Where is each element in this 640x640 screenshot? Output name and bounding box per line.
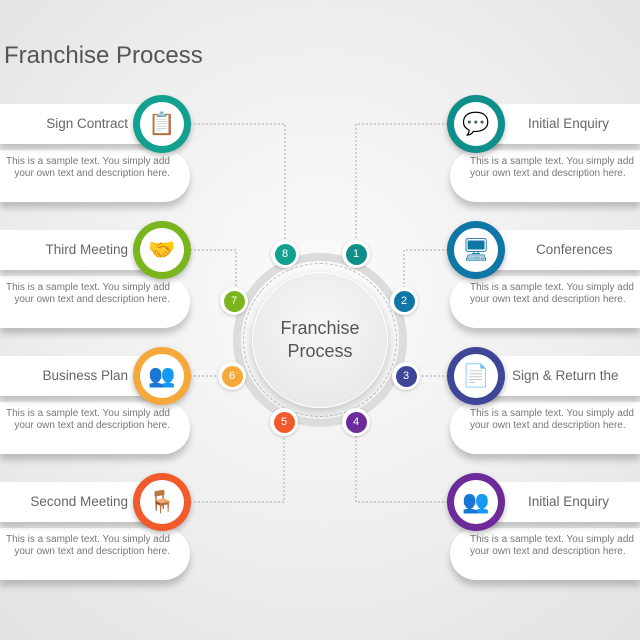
- icon-inner: 📋: [140, 102, 184, 146]
- dashed-ring: [243, 263, 397, 417]
- description-text: This is a sample text. You simply add: [6, 408, 170, 419]
- meeting-table-icon: 👥: [133, 347, 191, 405]
- icon-inner: 🖥: [454, 228, 498, 272]
- connector-line: [403, 249, 448, 289]
- clipboard-icon: 📋: [133, 95, 191, 153]
- step-title: Second Meeting: [30, 494, 128, 509]
- step-number-badge: 8: [271, 240, 299, 268]
- step-number: 1: [345, 243, 367, 265]
- page-title: Franchise Process: [4, 42, 203, 69]
- step-number: 3: [395, 365, 417, 387]
- group-icon: 👥: [447, 473, 505, 531]
- step-title: Sign Contract: [46, 116, 128, 131]
- chat-bubbles-icon: 💬: [447, 95, 505, 153]
- description-text: your own text and description here.: [14, 546, 170, 557]
- step-number-badge: 1: [342, 240, 370, 268]
- description-text: your own text and description here.: [470, 546, 626, 557]
- step-number: 7: [223, 290, 245, 312]
- interview-icon: 🪑: [133, 473, 191, 531]
- description-text: your own text and description here.: [14, 294, 170, 305]
- step-number: 2: [393, 290, 415, 312]
- step-number-badge: 7: [220, 287, 248, 315]
- outer-ring: [233, 253, 407, 427]
- step-number-badge: 4: [342, 408, 370, 436]
- description-text: This is a sample text. You simply add: [6, 282, 170, 293]
- icon-inner: 🤝: [140, 228, 184, 272]
- video-conference-icon: 🖥: [447, 221, 505, 279]
- step-title: Sign & Return the: [512, 368, 619, 383]
- icon-inner: 👥: [140, 354, 184, 398]
- description-text: your own text and description here.: [14, 420, 170, 431]
- step-title: Initial Enquiry: [528, 494, 610, 509]
- connector-line: [355, 434, 448, 503]
- step-number-badge: 2: [390, 287, 418, 315]
- center-title-line2: Process: [287, 341, 353, 361]
- step-title: Conferences: [536, 242, 613, 257]
- description-text: This is a sample text. You simply add: [6, 534, 170, 545]
- handshake-icon: 🤝: [133, 221, 191, 279]
- center-circle: Franchise Process: [252, 272, 388, 408]
- description-text: your own text and description here.: [470, 294, 626, 305]
- step-number: 6: [221, 365, 243, 387]
- center-title-line1: Franchise: [280, 318, 360, 338]
- document-icon: 📄: [447, 347, 505, 405]
- icon-inner: 💬: [454, 102, 498, 146]
- step-number-badge: 6: [218, 362, 246, 390]
- connector-line: [190, 249, 237, 289]
- description-text: This is a sample text. You simply add: [470, 156, 634, 167]
- description-text: This is a sample text. You simply add: [6, 156, 170, 167]
- step-number: 5: [273, 411, 295, 433]
- connector-line: [190, 434, 285, 503]
- description-text: This is a sample text. You simply add: [470, 408, 634, 419]
- step-number-badge: 5: [270, 408, 298, 436]
- description-text: This is a sample text. You simply add: [470, 534, 634, 545]
- step-number: 4: [345, 411, 367, 433]
- description-text: your own text and description here.: [14, 168, 170, 179]
- step-number: 8: [274, 243, 296, 265]
- step-number-badge: 3: [392, 362, 420, 390]
- icon-inner: 👥: [454, 480, 498, 524]
- description-text: This is a sample text. You simply add: [470, 282, 634, 293]
- connector-line: [190, 123, 286, 242]
- description-text: your own text and description here.: [470, 420, 626, 431]
- step-title: Third Meeting: [45, 242, 128, 257]
- connector-line: [355, 123, 448, 242]
- icon-inner: 📄: [454, 354, 498, 398]
- icon-inner: 🪑: [140, 480, 184, 524]
- step-title: Initial Enquiry: [528, 116, 610, 131]
- description-text: your own text and description here.: [470, 168, 626, 179]
- step-title: Business Plan: [42, 368, 128, 383]
